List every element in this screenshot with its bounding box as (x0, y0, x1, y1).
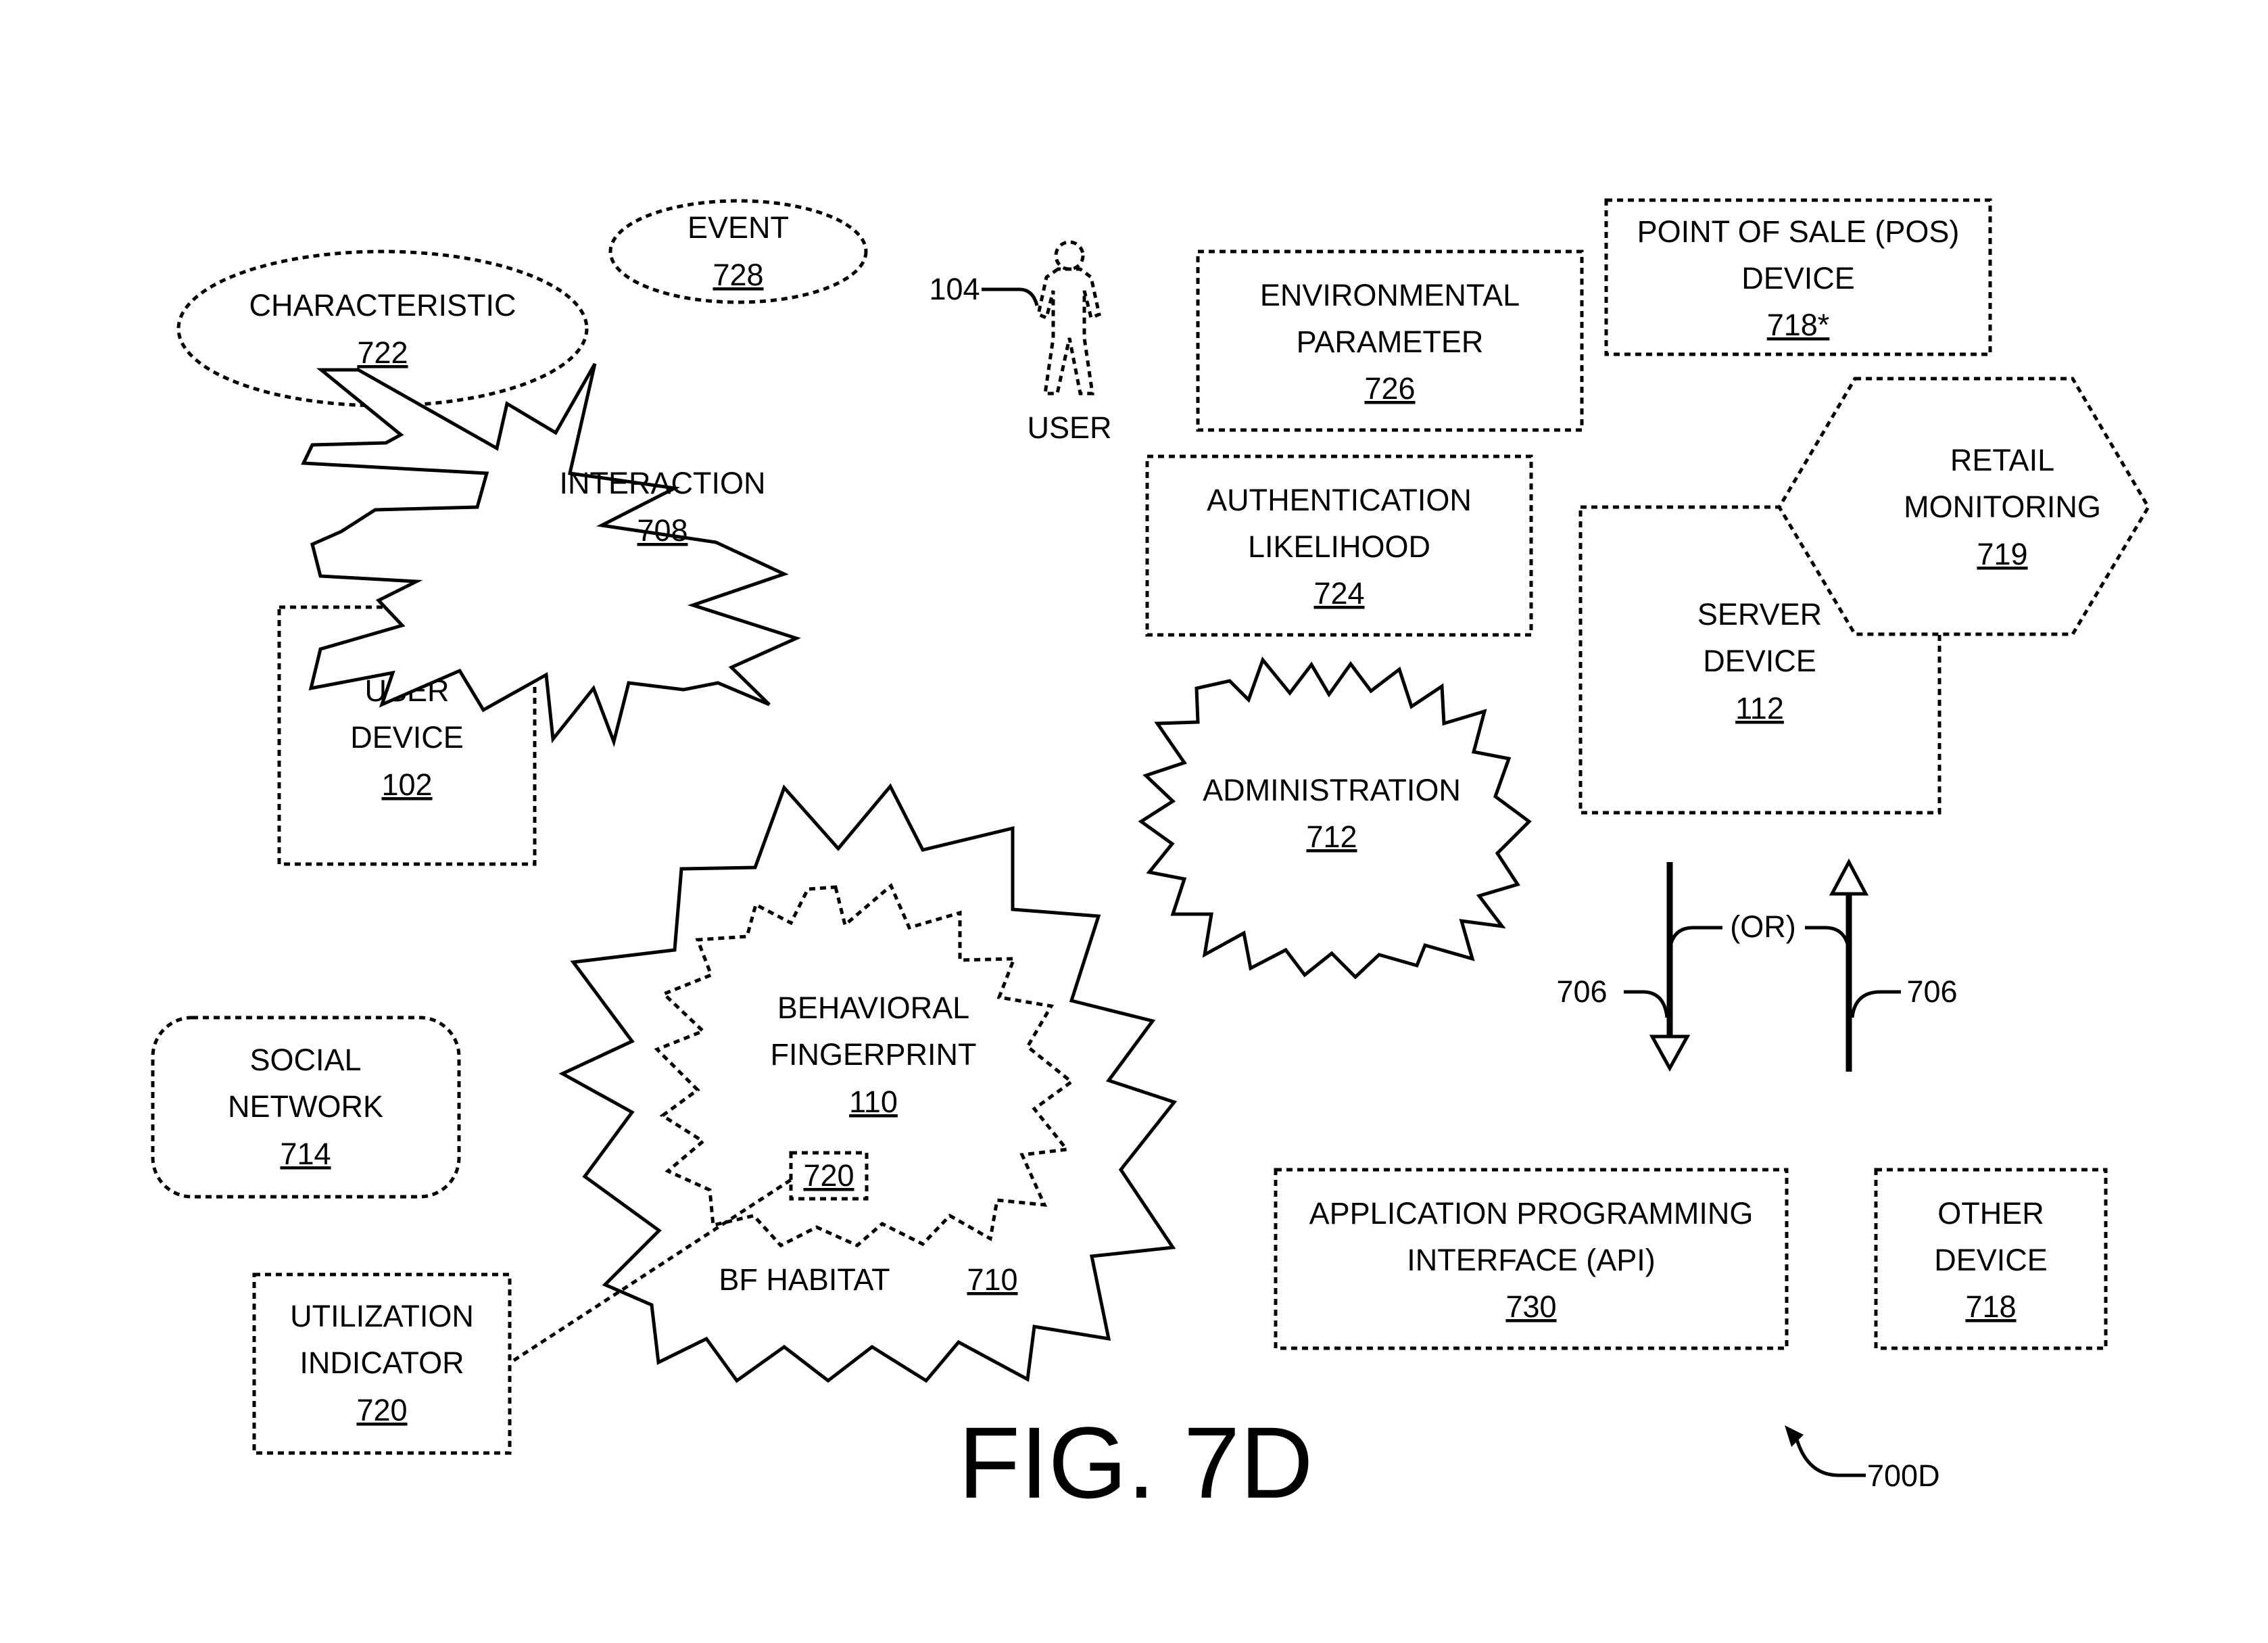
server-device-number: 112 (1735, 691, 1784, 725)
authentication-likelihood-line2: LIKELIHOOD (1248, 529, 1430, 564)
other-device-number: 718 (1965, 1289, 2016, 1324)
figure-label: FIG. 7D (958, 1406, 1313, 1519)
pos-device-number: 718* (1767, 308, 1830, 342)
interaction-number: 708 (637, 513, 687, 548)
characteristic-number: 722 (357, 335, 408, 370)
bf-habitat-number: 710 (967, 1262, 1017, 1297)
user-leader-line (982, 289, 1037, 306)
social-network-line2: NETWORK (228, 1089, 383, 1124)
event-label: EVENT (687, 210, 789, 245)
figure-ref-arrow-head (1785, 1425, 1804, 1447)
bf-utilization-tag: 720 (791, 1153, 867, 1199)
user-figure-icon (1038, 242, 1099, 394)
retail-monitoring-node: RETAIL MONITORING 719 (1779, 379, 2148, 634)
right-arrow-leader (1852, 992, 1901, 1018)
pos-device-node: POINT OF SALE (POS) DEVICE 718* (1606, 200, 1990, 354)
figure-ref-number: 700D (1867, 1458, 1940, 1493)
behavioral-fingerprint-number: 110 (849, 1085, 898, 1119)
user-label: USER (1027, 410, 1111, 445)
authentication-likelihood-line1: AUTHENTICATION (1207, 483, 1472, 517)
environmental-parameter-number: 726 (1364, 371, 1415, 406)
utilization-indicator-node: UTILIZATION INDICATOR 720 (254, 1275, 510, 1453)
event-number: 728 (713, 258, 763, 292)
bf-utilization-tag-number: 720 (803, 1158, 854, 1193)
api-number: 730 (1505, 1289, 1556, 1324)
administration-node: ADMINISTRATION 712 (1141, 660, 1529, 977)
social-network-node: SOCIAL NETWORK 714 (153, 1018, 459, 1197)
or-leader-right (1805, 928, 1849, 950)
retail-monitoring-line2: MONITORING (1904, 490, 2101, 524)
environmental-parameter-line2: PARAMETER (1297, 325, 1484, 359)
down-arrow-head (1652, 1037, 1687, 1068)
environmental-parameter-node: ENVIRONMENTAL PARAMETER 726 (1198, 252, 1582, 430)
server-device-line1: SERVER (1697, 597, 1822, 632)
interaction-label: INTERACTION (559, 466, 765, 500)
pos-device-line2: DEVICE (1741, 261, 1855, 295)
api-line2: INTERFACE (API) (1407, 1243, 1656, 1277)
user-device-label-line2: DEVICE (350, 720, 464, 755)
pos-device-line1: POINT OF SALE (POS) (1637, 214, 1960, 249)
api-node: APPLICATION PROGRAMMING INTERFACE (API) … (1276, 1170, 1787, 1348)
or-label: (OR) (1730, 909, 1795, 944)
figure-ref-arrow-curve (1795, 1432, 1866, 1475)
characteristic-label: CHARACTERISTIC (249, 288, 516, 323)
social-network-line1: SOCIAL (249, 1043, 361, 1077)
administration-number: 712 (1306, 819, 1357, 854)
social-network-number: 714 (280, 1137, 331, 1171)
or-leader-left (1670, 928, 1722, 950)
utilization-indicator-number: 720 (356, 1393, 407, 1427)
server-device-line2: DEVICE (1703, 644, 1816, 678)
communication-arrows: (OR) 706 706 (1556, 862, 1957, 1072)
api-line1: APPLICATION PROGRAMMING (1309, 1196, 1754, 1231)
administration-label: ADMINISTRATION (1203, 773, 1461, 807)
authentication-likelihood-node: AUTHENTICATION LIKELIHOOD 724 (1147, 456, 1531, 635)
left-arrow-ref: 706 (1556, 974, 1607, 1009)
up-arrow-head (1832, 862, 1866, 894)
utilization-indicator-line1: UTILIZATION (290, 1299, 474, 1333)
behavioral-fingerprint-line2: FINGERPRINT (770, 1037, 976, 1072)
event-node: EVENT 728 (610, 201, 866, 302)
environmental-parameter-line1: ENVIRONMENTAL (1260, 278, 1520, 312)
figure-ref: 700D (1785, 1425, 1940, 1493)
right-arrow-ref: 706 (1906, 974, 1957, 1009)
utilization-indicator-line2: INDICATOR (299, 1346, 464, 1380)
user-node: 104 USER (929, 242, 1111, 445)
user-device-number: 102 (381, 767, 432, 802)
other-device-line1: OTHER (1937, 1196, 2044, 1231)
other-device-node: OTHER DEVICE 718 (1876, 1170, 2106, 1348)
left-arrow-leader (1624, 992, 1667, 1018)
bf-habitat-label: BF HABITAT (719, 1262, 890, 1297)
retail-monitoring-number: 719 (1977, 537, 2027, 571)
retail-monitoring-line1: RETAIL (1950, 443, 2054, 477)
user-ref-number: 104 (929, 272, 980, 306)
other-device-line2: DEVICE (1934, 1243, 2048, 1277)
behavioral-fingerprint-line1: BEHAVIORAL (777, 991, 969, 1025)
authentication-likelihood-number: 724 (1313, 576, 1364, 611)
